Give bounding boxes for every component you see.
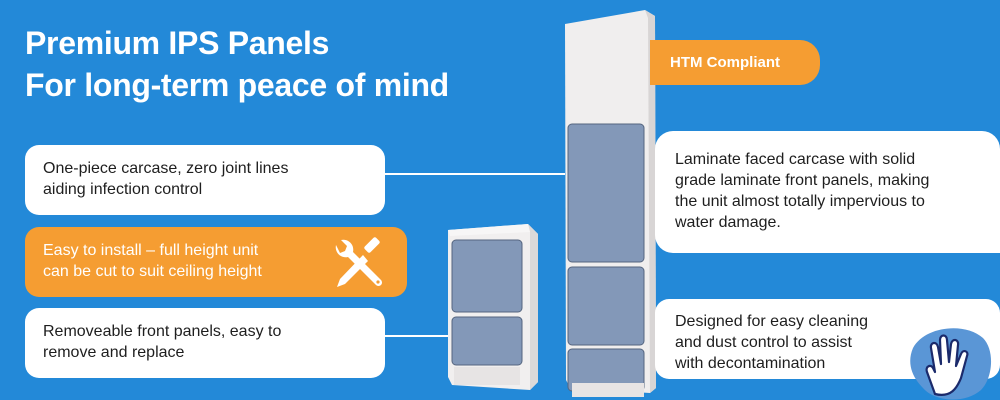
feature-text: Laminate faced carcase with solid grade … xyxy=(675,151,930,231)
title-line-2: For long-term peace of mind xyxy=(25,67,449,103)
page-title: Premium IPS Panels For long-term peace o… xyxy=(25,22,449,106)
title-line-1: Premium IPS Panels xyxy=(25,25,330,61)
feature-card-one-piece-carcase: One-piece carcase, zero joint lines aidi… xyxy=(25,145,385,215)
connector-line-carcase xyxy=(385,173,565,175)
feature-text: Removeable front panels, easy to remove … xyxy=(43,323,282,361)
feature-card-removeable-panels: Removeable front panels, easy to remove … xyxy=(25,308,385,378)
tools-icon xyxy=(335,237,383,287)
feature-card-laminate-carcase: Laminate faced carcase with solid grade … xyxy=(655,131,1000,253)
small-cabinet-image xyxy=(448,224,538,390)
feature-text: One-piece carcase, zero joint lines aidi… xyxy=(43,160,289,198)
tall-cabinet-image xyxy=(565,10,656,397)
glove-icon xyxy=(910,328,992,400)
feature-card-easy-install: Easy to install – full height unit can b… xyxy=(25,227,407,297)
htm-compliant-badge: HTM Compliant xyxy=(650,40,820,85)
feature-text: Designed for easy cleaning and dust cont… xyxy=(675,313,869,372)
connector-line-panels xyxy=(385,335,483,337)
feature-text: Easy to install – full height unit can b… xyxy=(43,242,262,280)
